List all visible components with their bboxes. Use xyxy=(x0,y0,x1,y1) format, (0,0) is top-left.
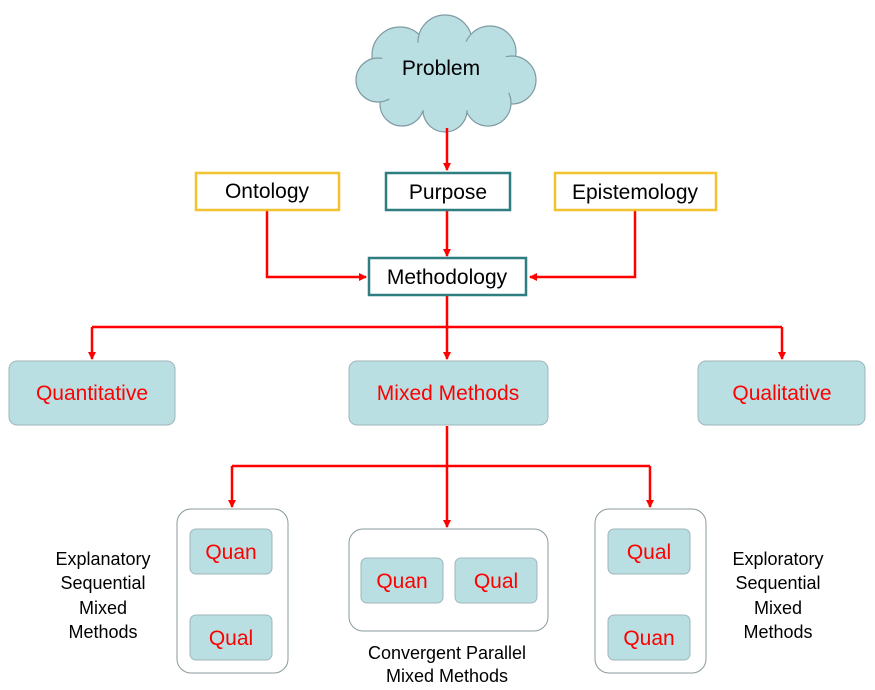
exploratory-quan-box xyxy=(607,614,691,661)
caption-line: Sequential xyxy=(60,573,145,593)
convergent-container: Quan Qual xyxy=(348,528,549,632)
caption-line: Methods xyxy=(68,622,137,642)
mixed-methods-box: Mixed Methods xyxy=(348,360,549,426)
caption-line: Mixed xyxy=(79,598,127,618)
convergent-quan-box xyxy=(360,557,444,604)
caption-line: Sequential xyxy=(735,573,820,593)
problem-cloud: Problem xyxy=(355,14,537,133)
explanatory-qual-box xyxy=(189,614,273,661)
exploratory-qual-label: Qual xyxy=(627,541,671,564)
exploratory-caption: Exploratory Sequential Mixed Methods xyxy=(732,549,823,642)
qualitative-label: Qualitative xyxy=(732,382,831,405)
convergent-qual-box xyxy=(454,557,538,604)
explanatory-quan-box xyxy=(189,528,273,575)
epistemology-box: Epistemology xyxy=(553,171,718,212)
explanatory-caption: Explanatory Sequential Mixed Methods xyxy=(55,549,150,642)
exploratory-qual-box xyxy=(607,528,691,575)
explanatory-qual-label: Qual xyxy=(209,627,253,650)
methodology-box: Methodology xyxy=(367,256,528,297)
purpose-box: Purpose xyxy=(384,171,512,212)
quantitative-box: Quantitative xyxy=(8,360,176,426)
arrow-ontology-to-methodology xyxy=(265,211,367,281)
mixed-methods-label: Mixed Methods xyxy=(377,382,519,405)
qualitative-box: Qualitative xyxy=(697,360,866,426)
caption-line: Explanatory xyxy=(55,549,150,569)
exploratory-container: Qual Quan xyxy=(594,508,707,674)
convergent-quan-label: Quan xyxy=(376,570,427,593)
caption-line: Mixed Methods xyxy=(386,666,508,686)
convergent-qual-label: Qual xyxy=(474,570,518,593)
ontology-label: Ontology xyxy=(225,180,310,203)
ontology-box: Ontology xyxy=(194,171,341,212)
problem-label: Problem xyxy=(402,57,480,80)
convergent-caption: Convergent Parallel Mixed Methods xyxy=(368,643,526,686)
arrow-epistemology-to-methodology xyxy=(529,211,637,281)
epistemology-label: Epistemology xyxy=(572,181,699,204)
purpose-label: Purpose xyxy=(409,181,487,204)
caption-line: Convergent Parallel xyxy=(368,643,526,663)
quantitative-label: Quantitative xyxy=(36,382,148,405)
explanatory-container: Quan Qual xyxy=(176,508,289,674)
exploratory-quan-label: Quan xyxy=(623,627,674,650)
caption-line: Methods xyxy=(743,622,812,642)
caption-line: Exploratory xyxy=(732,549,823,569)
explanatory-quan-label: Quan xyxy=(205,541,256,564)
caption-line: Mixed xyxy=(754,598,802,618)
methodology-label: Methodology xyxy=(387,266,508,289)
